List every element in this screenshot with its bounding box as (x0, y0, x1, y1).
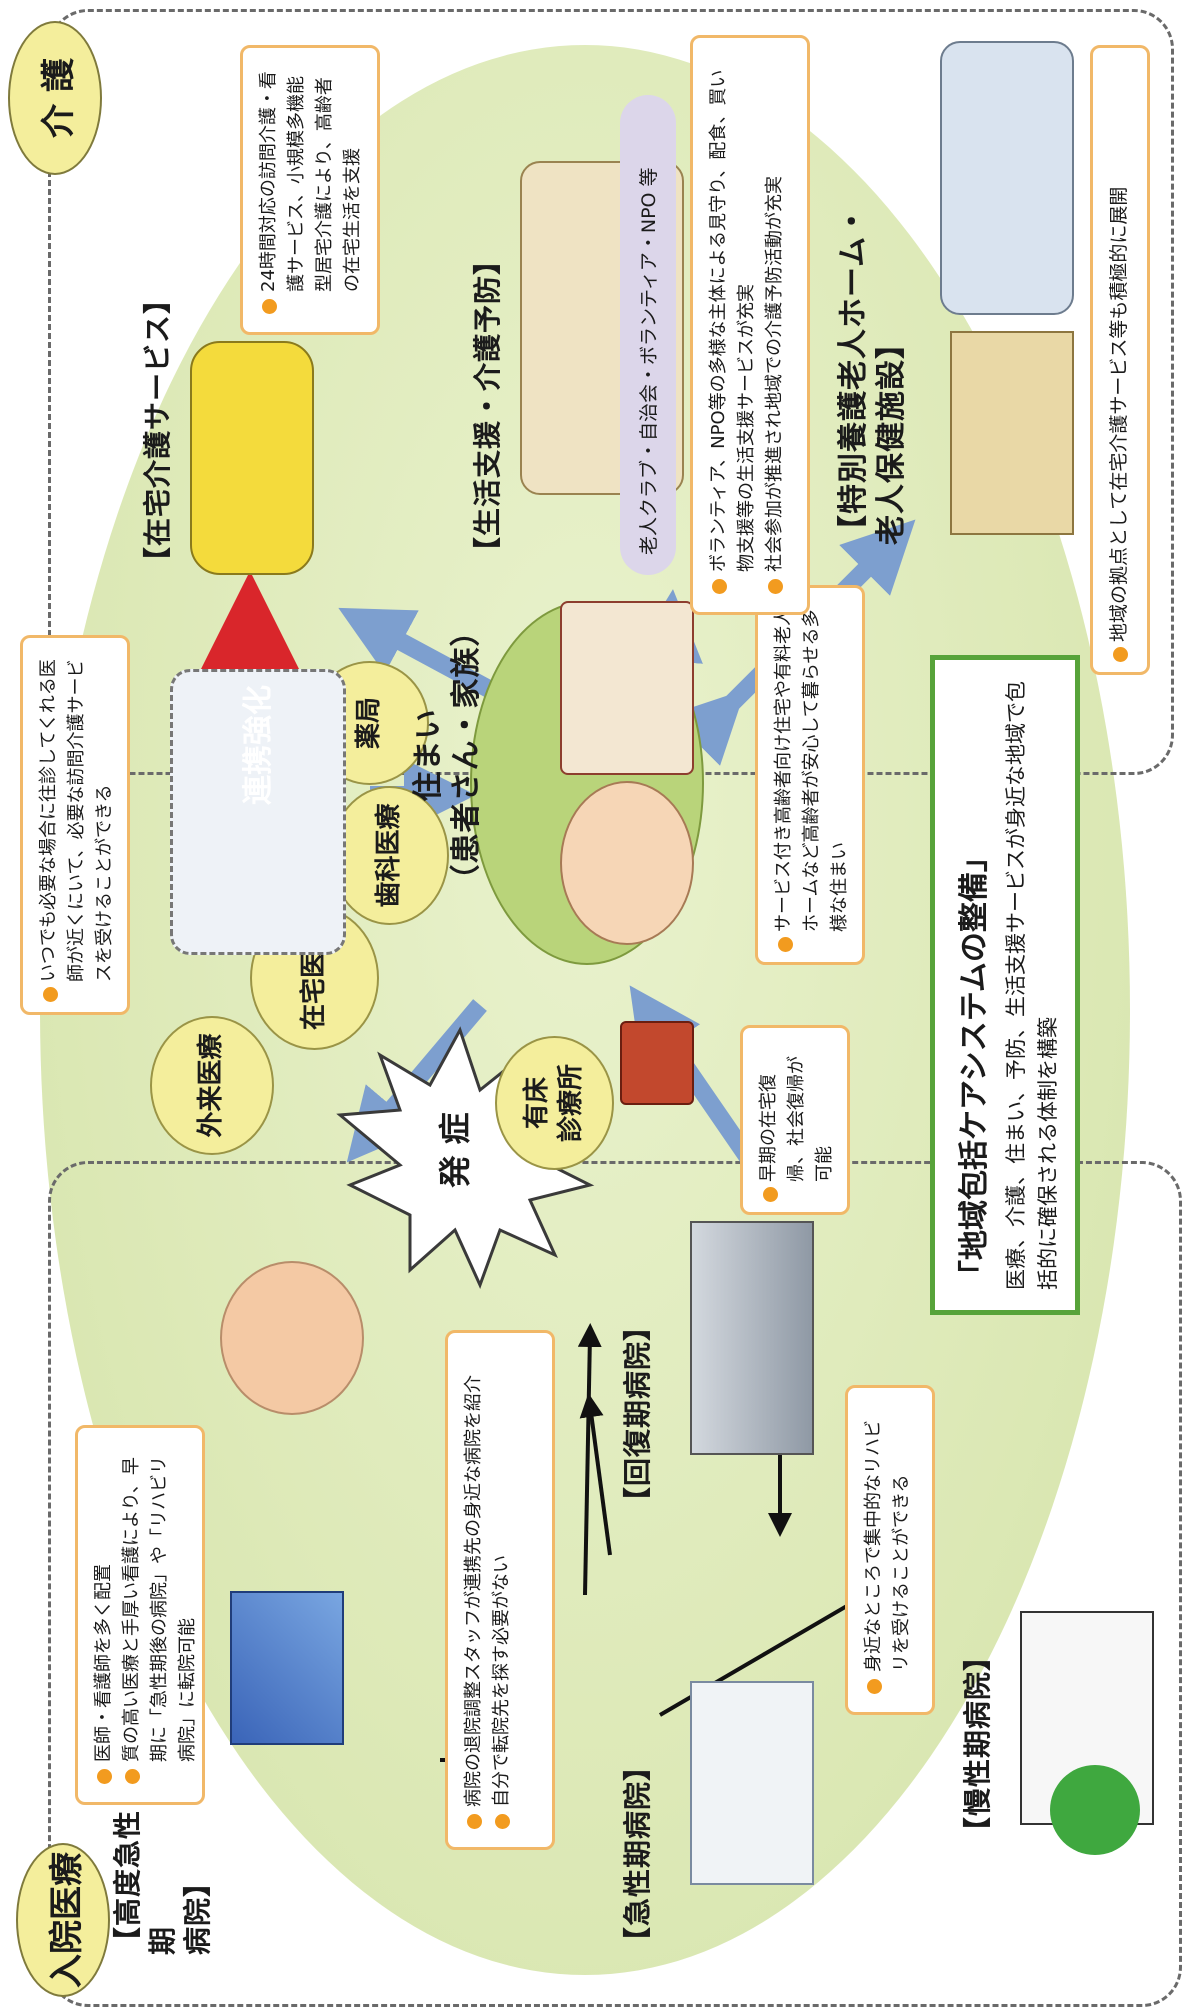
clinic-house (620, 1021, 694, 1105)
clinic-bubble: 有床 診療所 (495, 1036, 614, 1170)
nursing-home-building (950, 331, 1074, 535)
life-support-note: ボランティア、NPO等の多様な主体による見守り、配食、買い物支援等の生活支援サー… (690, 35, 810, 615)
home-care-bullet: 24時間対応の訪問介護・看護サービス、小規模多機能型居宅介護により、高齢者の在宅… (255, 64, 367, 316)
advanced-acute-title: 【高度急性期 病院】 (111, 1809, 214, 1955)
nursing-home-title: 【特別養護老人ホーム・ 老人保健施設】 (836, 204, 909, 545)
chronic-note: 身近なところで集中的なリハビリを受けることができる (845, 1385, 935, 1715)
home-care-van-illustration (190, 341, 314, 575)
life-support-title: 【生活支援・介護予防】 (471, 245, 504, 565)
acute-bullet-1: 病院の退院調整スタッフが連携先の身近な病院を紹介 (460, 1349, 488, 1831)
cooperation-label: 連携強化 (241, 685, 276, 805)
acute-building (690, 1681, 814, 1885)
advanced-acute-note: 医師・看護師を多く配置 質の高い医療と手厚い看護により、早期に「急性期後の病院」… (75, 1425, 205, 1805)
recovery-title: 【回復期病院】 (621, 1311, 654, 1515)
home-doctor-note: いつでも必要な場合に往診してくれる医師が近くにいて、必要な訪問介護サービスを受け… (20, 635, 130, 1015)
life-support-caption: 老人クラブ・自治会・ボランティア・NPO 等 (638, 167, 660, 555)
chronic-trees (1050, 1765, 1140, 1855)
acute-bullet-2: 自分で転院先を探す必要がない (488, 1349, 516, 1831)
early-return-note: 早期の在宅復帰、社会復帰が可能 (740, 1025, 850, 1215)
chronic-bullet: 身近なところで集中的なリハビリを受けることができる (860, 1404, 916, 1696)
flow-arrow-recovery-up (579, 1393, 612, 1556)
hospital-staff-illustration (220, 1261, 364, 1415)
nursing-home-note: 地域の拠点として在宅介護サービス等も積極的に展開 (1090, 45, 1150, 675)
onset-label: 発 症 (436, 1112, 474, 1188)
advanced-acute-bullet-2: 質の高い医療と手厚い看護により、早期に「急性期後の病院」や「リハビリ病院」に転院… (118, 1444, 202, 1786)
home-family-illustration (560, 781, 694, 945)
acute-note: 病院の退院調整スタッフが連携先の身近な病院を紹介 自分で転院先を探す必要がない (445, 1330, 555, 1850)
home-house-illustration (560, 601, 694, 775)
home-care-title: 【在宅介護サービス】 (141, 284, 174, 575)
life-support-bullet-2: 社会参加が推進され地域での介護予防活動が充実 (761, 54, 789, 596)
home-title: 住まい （患者さん・家族） (411, 615, 484, 895)
advanced-acute-building (230, 1591, 344, 1745)
chronic-title: 【慢性期病院】 (961, 1641, 994, 1845)
summary-text: 医療、介護、住まい、予防、生活支援サービスが身近な地域で包括的に確保される体制を… (1004, 681, 1060, 1290)
summary-title: 「地域包括ケアシステムの整備」 (957, 842, 992, 1290)
summary-box: 「地域包括ケアシステムの整備」 医療、介護、住まい、予防、生活支援サービスが身近… (930, 655, 1080, 1315)
outpatient-bubble: 外来医療 (150, 1016, 274, 1155)
home-care-note: 24時間対応の訪問介護・看護サービス、小規模多機能型居宅介護により、高齢者の在宅… (240, 45, 380, 335)
home-note: サービス付き高齢者向け住宅や有料老人ホームなど高齢者が安心して暮らせる多様な住ま… (755, 585, 865, 965)
advanced-acute-bullet-1: 医師・看護師を多く配置 (90, 1444, 118, 1786)
recovery-building (690, 1221, 814, 1455)
acute-title: 【急性期病院】 (621, 1751, 654, 1955)
flow-arrow-acute-to-recovery (577, 1323, 602, 1596)
life-support-bullet-1: ボランティア、NPO等の多様な主体による見守り、配食、買い物支援等の生活支援サー… (705, 54, 761, 596)
wheelchair-illustration (940, 41, 1074, 315)
